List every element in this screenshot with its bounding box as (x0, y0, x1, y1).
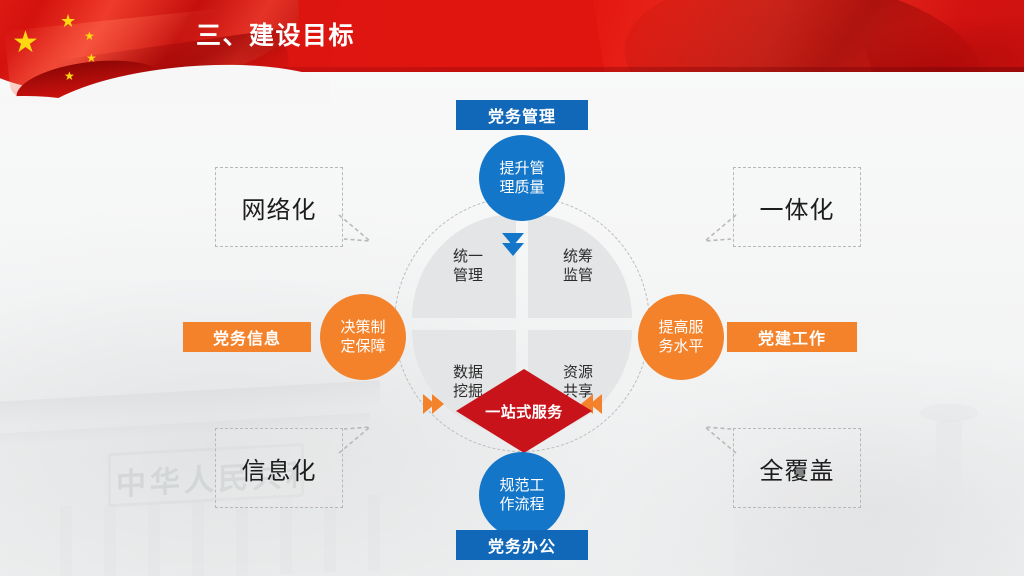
china-flag-icon: ★ ★ ★ ★ ★ (0, 0, 330, 105)
callout-bottom-right-tail (703, 424, 737, 454)
chevron-left-icon (590, 394, 602, 414)
goal-diagram: 统一 管理 统筹 监管 数据 挖掘 资源 共享 (0, 72, 1024, 576)
flag-wave-mask-2 (0, 96, 140, 105)
node-bottom-line2: 作流程 (499, 495, 545, 513)
quadrant-top-right-line1: 统筹 (562, 246, 593, 265)
quadrant-bottom-left-line2: 挖掘 (452, 382, 483, 400)
tag-right-label: 党建工作 (757, 329, 826, 348)
watermark-swoosh (734, 416, 1024, 576)
node-top-line1: 提升管 (499, 159, 545, 178)
callout-top-right-label: 一体化 (759, 195, 835, 224)
quadrant-top-left-line1: 统一 (452, 246, 483, 265)
node-top[interactable]: 提升管 理质量 (479, 135, 565, 221)
flag-star-4: ★ (64, 69, 75, 83)
flag-star-1: ★ (60, 11, 77, 31)
callout-top-left[interactable]: 网络化 (215, 167, 343, 247)
arrow-left-chevrons (423, 394, 444, 414)
tag-left-label: 党务信息 (212, 329, 281, 348)
callout-top-left-tail (338, 214, 372, 244)
page-title: 三、建设目标 (196, 21, 356, 50)
quadrant-top-left[interactable]: 统一 管理 (412, 214, 516, 318)
tag-top[interactable]: 党务管理 (456, 100, 588, 130)
tag-bottom[interactable]: 党务办公 (456, 530, 588, 560)
tag-top-label: 党务管理 (487, 107, 556, 126)
callout-top-left-label: 网络化 (241, 195, 317, 224)
callout-bottom-right[interactable]: 全覆盖 (733, 428, 861, 508)
flag-star-3: ★ (86, 51, 97, 65)
tag-left[interactable]: 党务信息 (183, 322, 311, 352)
node-right[interactable]: 提高服 务水平 (638, 294, 724, 380)
chevron-down-icon (502, 233, 524, 246)
quadrant-bottom-left-line1: 数据 (452, 362, 483, 381)
node-bottom-line1: 规范工 (499, 476, 545, 495)
chevron-right-icon (432, 394, 444, 414)
quadrant-bottom-right-line1: 资源 (562, 362, 593, 381)
flag-star-2: ★ (84, 29, 95, 43)
callout-bottom-right-label: 全覆盖 (759, 456, 835, 485)
callout-bottom-left-tail (338, 424, 372, 454)
node-bottom[interactable]: 规范工 作流程 (479, 452, 565, 538)
callout-bottom-left-label: 信息化 (241, 456, 317, 485)
node-left[interactable]: 决策制 定保障 (320, 294, 406, 380)
callout-bottom-left[interactable]: 信息化 (215, 428, 343, 508)
node-left-line2: 定保障 (340, 337, 386, 355)
node-top-line2: 理质量 (499, 178, 545, 196)
watermark-pillar (936, 420, 962, 576)
center-diamond-label: 一站式服务 (485, 402, 563, 421)
watermark-pillar-cap (920, 404, 978, 422)
callout-top-right-tail (703, 214, 737, 244)
banner-bottom-edge (0, 67, 1024, 72)
flag-star-large: ★ (12, 26, 39, 59)
quadrant-top-left-line2: 管理 (452, 266, 483, 284)
node-left-line1: 决策制 (340, 318, 386, 337)
arrow-top-chevrons (502, 233, 524, 256)
quadrant-top-right-line2: 监管 (562, 266, 593, 284)
tag-bottom-label: 党务办公 (487, 537, 556, 556)
quadrant-top-right[interactable]: 统筹 监管 (528, 214, 632, 318)
node-right-line2: 务水平 (658, 337, 704, 355)
tag-right[interactable]: 党建工作 (727, 322, 857, 352)
callout-top-right[interactable]: 一体化 (733, 167, 861, 247)
node-right-line1: 提高服 (658, 318, 704, 337)
chevron-down-icon (502, 243, 524, 256)
